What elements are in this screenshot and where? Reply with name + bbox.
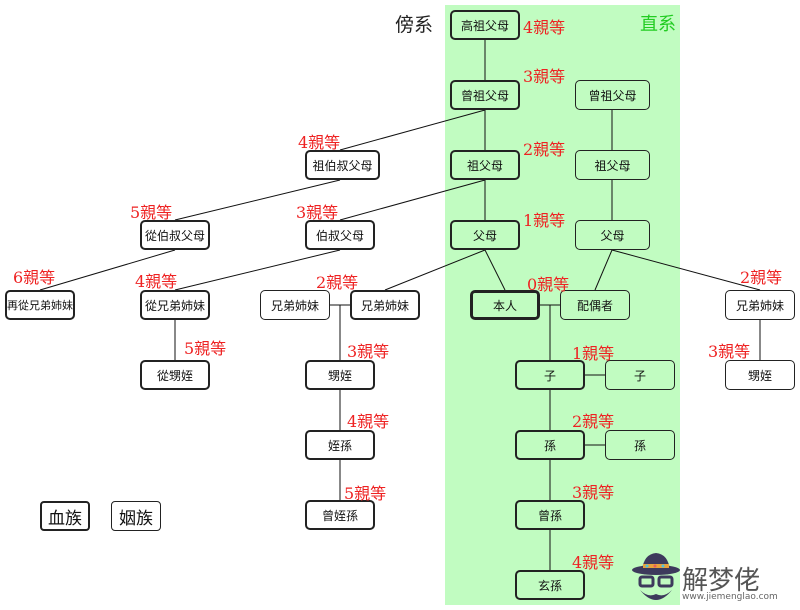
degree-label: 1親等 bbox=[523, 211, 566, 230]
degree-label: 3親等 bbox=[347, 342, 390, 361]
connector bbox=[39, 249, 176, 291]
connector bbox=[174, 179, 341, 221]
node-spouse-great-grandparents: 曾祖父母 bbox=[575, 80, 650, 110]
degree-label: 2親等 bbox=[523, 140, 566, 159]
degree-label: 4親等 bbox=[347, 412, 390, 431]
connector bbox=[339, 179, 486, 221]
watermark-url: www.jiemenglao.com bbox=[682, 592, 778, 602]
node-grandparents: 祖父母 bbox=[450, 150, 520, 180]
node-great-grandchildren: 曾孫 bbox=[515, 500, 585, 530]
degree-label: 4親等 bbox=[135, 272, 178, 291]
node-children: 子 bbox=[515, 360, 585, 390]
node-spouse-grandparents: 祖父母 bbox=[575, 150, 650, 180]
node-first-cousins: 從兄弟姉妹 bbox=[140, 290, 210, 320]
node-siblings: 兄弟姉妹 bbox=[350, 290, 420, 320]
degree-label: 2親等 bbox=[316, 273, 359, 292]
node-spouse-siblings: 兄弟姉妹 bbox=[725, 290, 795, 320]
node-great-great-grandparents: 高祖父母 bbox=[450, 10, 520, 40]
node-spouse-parents: 父母 bbox=[575, 220, 650, 250]
degree-label: 0親等 bbox=[527, 275, 570, 294]
node-siblings-in-law: 兄弟姉妹 bbox=[260, 290, 330, 320]
node-grand-uncles-aunts: 祖伯叔父母 bbox=[305, 150, 380, 180]
node-grand-nephews: 姪孫 bbox=[305, 430, 375, 460]
degree-label: 5親等 bbox=[184, 339, 227, 358]
node-spouse-nephews-nieces: 甥姪 bbox=[725, 360, 795, 390]
legend-in-laws: 姻族 bbox=[111, 501, 161, 531]
node-great-great-grandchildren: 玄孫 bbox=[515, 570, 585, 600]
node-first-cousin-children: 從甥姪 bbox=[140, 360, 210, 390]
legend-blood-relatives: 血族 bbox=[40, 501, 90, 531]
connector bbox=[339, 109, 486, 151]
watermark-name: 解梦佬 bbox=[682, 566, 761, 596]
degree-label: 3親等 bbox=[523, 67, 566, 86]
node-great-grandparents: 曾祖父母 bbox=[450, 80, 520, 110]
connector bbox=[384, 249, 486, 291]
collateral-title: 傍系 bbox=[395, 14, 434, 36]
node-spouse: 配偶者 bbox=[560, 290, 630, 320]
degree-label: 2親等 bbox=[572, 412, 615, 431]
degree-label: 2親等 bbox=[740, 268, 783, 287]
hat-mustache-logo-icon bbox=[632, 553, 680, 600]
connector bbox=[484, 249, 506, 291]
node-second-cousins: 再從兄弟姉妹 bbox=[5, 290, 75, 320]
connector bbox=[611, 249, 761, 291]
node-children-spouse: 子 bbox=[605, 360, 675, 390]
node-uncles-aunts: 伯叔父母 bbox=[305, 220, 375, 250]
node-grandchildren-spouse: 孫 bbox=[605, 430, 675, 460]
degree-label: 4親等 bbox=[523, 18, 566, 37]
degree-label: 5親等 bbox=[344, 484, 387, 503]
degree-label: 4親等 bbox=[298, 133, 341, 152]
connector bbox=[594, 249, 613, 291]
degree-label: 6親等 bbox=[13, 268, 56, 287]
node-grandchildren: 孫 bbox=[515, 430, 585, 460]
direct-title: 直系 bbox=[640, 14, 676, 35]
connector bbox=[174, 249, 341, 291]
degree-label: 1親等 bbox=[572, 344, 615, 363]
node-first-cousin-once-removed: 從伯叔父母 bbox=[140, 220, 210, 250]
node-nephews-nieces: 甥姪 bbox=[305, 360, 375, 390]
degree-label: 3親等 bbox=[296, 203, 339, 222]
node-great-grand-nephews: 曾姪孫 bbox=[305, 500, 375, 530]
degree-label: 3親等 bbox=[708, 342, 751, 361]
degree-label: 4親等 bbox=[572, 553, 615, 572]
degree-label: 5親等 bbox=[130, 203, 173, 222]
degree-label: 3親等 bbox=[572, 483, 615, 502]
node-self: 本人 bbox=[470, 290, 540, 320]
node-parents: 父母 bbox=[450, 220, 520, 250]
